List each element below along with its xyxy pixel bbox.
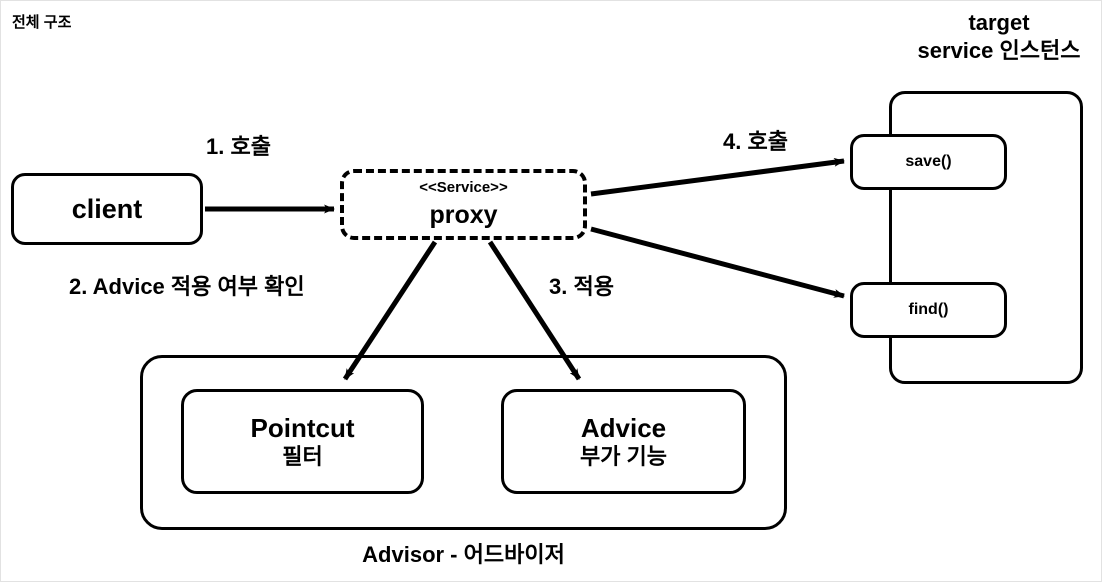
arrow-proxy-to-find bbox=[590, 226, 845, 299]
target-heading-line1: target bbox=[968, 10, 1030, 35]
target-method-find[interactable]: find() bbox=[850, 282, 1007, 338]
advisor-caption: Advisor - 어드바이저 bbox=[362, 542, 565, 567]
proxy-name-label: proxy bbox=[429, 200, 498, 229]
flow-label-2: 2. Advice 적용 여부 확인 bbox=[69, 274, 305, 299]
flow-label-3: 3. 적용 bbox=[549, 274, 614, 299]
client-label: client bbox=[71, 193, 143, 224]
find-method-label: find() bbox=[908, 301, 949, 319]
save-method-label: save() bbox=[905, 153, 952, 171]
arrow-proxy-to-save bbox=[590, 157, 845, 197]
advice-node[interactable]: Advice 부가 기능 bbox=[501, 389, 746, 494]
pointcut-title: Pointcut bbox=[250, 412, 355, 443]
advisor-container bbox=[140, 355, 787, 530]
client-node[interactable]: client bbox=[11, 173, 203, 245]
target-heading-line2: service 인스턴스 bbox=[917, 37, 1081, 63]
proxy-stereotype-label: <<Service>> bbox=[419, 179, 508, 197]
diagram-title: 전체 구조 bbox=[12, 14, 72, 31]
advice-title: Advice bbox=[580, 412, 667, 443]
advice-subtitle: 부가 기능 bbox=[579, 443, 668, 469]
pointcut-node[interactable]: Pointcut 필터 bbox=[181, 389, 424, 494]
target-heading: target service 인스턴스 bbox=[899, 9, 1099, 64]
target-method-save[interactable]: save() bbox=[850, 134, 1007, 190]
flow-label-1: 1. 호출 bbox=[206, 134, 271, 159]
flow-label-4: 4. 호출 bbox=[723, 129, 788, 154]
proxy-node[interactable]: <<Service>> proxy bbox=[340, 169, 587, 240]
pointcut-subtitle: 필터 bbox=[282, 443, 323, 469]
target-container bbox=[889, 91, 1083, 384]
